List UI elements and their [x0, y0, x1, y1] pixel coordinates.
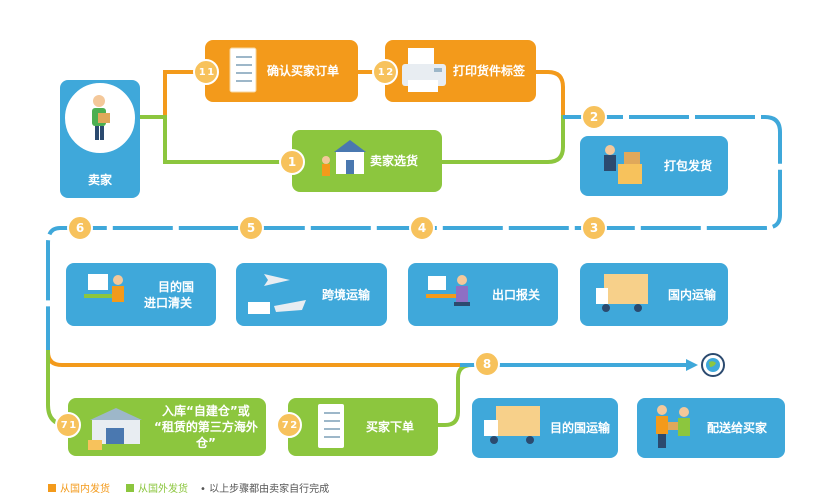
dest-customs-label-line1: 目的国	[158, 279, 195, 294]
export-declare-label: 出口报关	[492, 287, 541, 302]
step-badge-2: 2	[581, 104, 607, 130]
deliver-buyer-label: 配送给买家	[707, 421, 768, 435]
legend-overseas-swatch	[126, 483, 134, 492]
step-badge-1-1: 1 1	[193, 59, 219, 85]
step-badge-4: 4	[409, 215, 435, 241]
legend-overseas: 从国外发货	[126, 480, 188, 495]
store-icon	[316, 134, 368, 188]
seller-label: 卖家	[87, 173, 112, 187]
globe-icon	[700, 352, 726, 382]
print-label-label: 打印货件标签	[453, 64, 526, 78]
domestic-transport-label: 国内运输	[668, 287, 717, 302]
legend-domestic-label: 从国内发货	[60, 484, 110, 495]
step-badge-3: 3	[581, 215, 607, 241]
checklist-icon	[228, 44, 258, 100]
packing-icon	[596, 142, 646, 194]
courier-icon	[650, 402, 700, 458]
buyer-order-label: 买家下单	[366, 420, 415, 434]
legend-domestic: 从国内发货	[48, 480, 110, 495]
confirm-order-label: 确认买家订单	[267, 64, 340, 78]
warehouse-label-line1: 入库“自建仓”或	[162, 404, 250, 418]
select-goods-card: 卖家选货	[292, 130, 442, 192]
airplane-ship-icon	[244, 266, 310, 326]
legend-overseas-label: 从国外发货	[138, 484, 188, 495]
legend-note: • 以上步骤都由卖家自行完成	[200, 480, 329, 495]
warehouse-label-line2: “租赁的第三方海外仓”	[154, 420, 258, 450]
desk-worker-icon	[424, 268, 480, 324]
dest-customs-label-line2: 进口清关	[144, 295, 193, 310]
delivery-truck-icon	[482, 400, 544, 458]
printer-icon	[398, 46, 452, 100]
select-goods-label: 卖家选货	[370, 154, 419, 168]
seller-avatar-icon	[62, 80, 138, 156]
step-badge-8: 8	[474, 351, 500, 377]
buyer-order-card: 买家下单	[288, 398, 438, 456]
step-badge-1-2: 1 2	[372, 59, 398, 85]
cross-border-card: 跨境运输	[236, 263, 387, 326]
step-badge-5: 5	[238, 215, 264, 241]
step-badge-1: 1	[279, 149, 305, 175]
step-badge-7-2: 7 2	[276, 412, 302, 438]
legend-domestic-swatch	[48, 483, 56, 492]
truck-icon	[594, 268, 652, 324]
legend-note-label: • 以上步骤都由卖家自行完成	[200, 484, 330, 495]
warehouse-icon	[86, 402, 148, 456]
dest-transport-label: 目的国运输	[550, 421, 611, 435]
order-checklist-icon	[316, 402, 346, 456]
cross-border-label: 跨境运输	[322, 287, 371, 302]
pack-ship-label: 打包发货	[664, 159, 713, 173]
customs-officer-icon	[82, 268, 138, 324]
step-badge-7-1: 7 1	[55, 412, 81, 438]
step-badge-6: 6	[67, 215, 93, 241]
pack-ship-card: 打包发货	[580, 136, 728, 196]
